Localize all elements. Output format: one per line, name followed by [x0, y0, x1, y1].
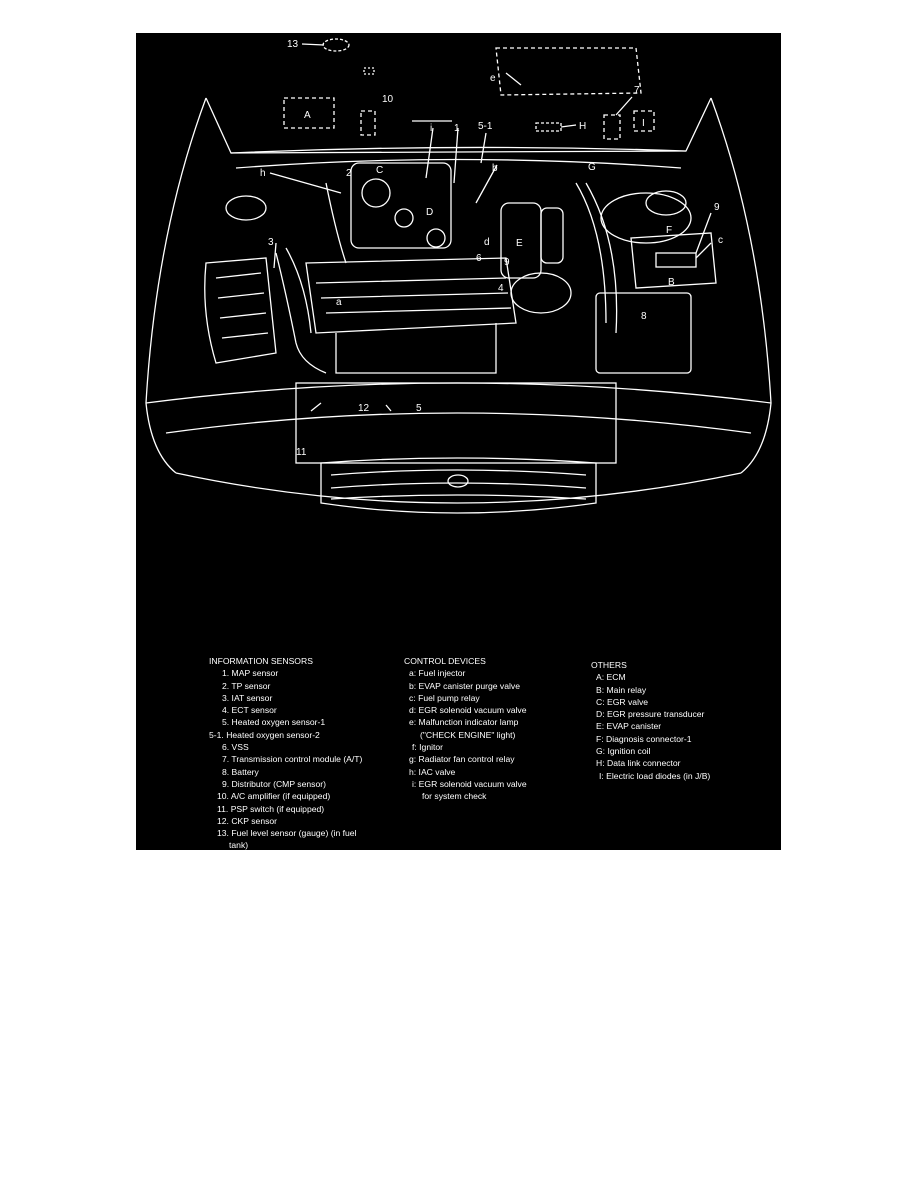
legend-item: 2. TP sensor	[222, 680, 271, 691]
legend-item: 6. VSS	[222, 742, 249, 753]
callout-G: G	[588, 162, 596, 173]
legend-item: H: Data link connector	[596, 758, 681, 769]
legend-item: 12. CKP sensor	[217, 815, 278, 826]
legend-item: 8. Battery	[222, 766, 259, 777]
legend-item: tank)	[229, 840, 249, 850]
legend-item: D: EGR pressure transducer	[596, 709, 705, 720]
callout-7: 7	[634, 85, 640, 96]
legend-heading: CONTROL DEVICES	[404, 656, 486, 666]
legend-item: b: EVAP canister purge valve	[409, 680, 520, 691]
callout-1: 1	[454, 123, 460, 134]
legend-heading: OTHERS	[591, 660, 627, 670]
callout-12: 12	[358, 403, 370, 414]
callout-3: 3	[268, 237, 274, 248]
hood-outline	[205, 97, 712, 154]
legend-control-devices: CONTROL DEVICES a: Fuel injector b: EVAP…	[404, 655, 527, 803]
callout-5-1: 5-1	[478, 121, 493, 132]
legend-item: for system check	[422, 791, 487, 802]
legend-item: I: Electric load diodes (in J/B)	[599, 770, 711, 781]
callout-c: c	[718, 235, 723, 246]
legend-item: i: EGR solenoid vacuum valve	[412, 778, 527, 789]
legend-item: 3. IAT sensor	[222, 692, 273, 703]
legend-item: G: Ignition coil	[596, 746, 651, 757]
callout-e: e	[490, 73, 496, 84]
engine-component-location-diagram: 13 10 A 1 i 5-1 e 7 H I h 2 C b G D E 3 …	[136, 33, 781, 850]
callout-labels: 13 10 A 1 i 5-1 e 7 H I h 2 C b G D E 3 …	[260, 39, 723, 458]
legend-item: 7. Transmission control module (A/T)	[222, 754, 363, 765]
callout-F: F	[666, 225, 672, 236]
legend-item: f: Ignitor	[412, 742, 444, 753]
legend-item: A: ECM	[596, 672, 626, 683]
callout-9: 9	[504, 257, 510, 268]
legend-item: a: Fuel injector	[409, 668, 466, 679]
callout-H: H	[579, 121, 586, 132]
callout-A: A	[304, 110, 311, 121]
callout-13: 13	[287, 39, 299, 50]
callout-8: 8	[641, 311, 647, 322]
legend-item: 11. PSP switch (if equipped)	[217, 803, 325, 814]
callout-2: 2	[346, 168, 352, 179]
callout-4: 4	[498, 283, 504, 294]
legend-information-sensors: INFORMATION SENSORS 1. MAP sensor 2. TP …	[209, 655, 362, 850]
legend-others: OTHERS A: ECM B: Main relay C: EGR valve…	[591, 659, 710, 782]
callout-11: 11	[296, 447, 307, 458]
legend-item: 1. MAP sensor	[222, 668, 279, 679]
callout-D: D	[426, 207, 433, 218]
legend-heading: INFORMATION SENSORS	[209, 656, 313, 666]
callout-6: 6	[476, 253, 482, 264]
callout-I: I	[642, 118, 645, 129]
ecm-location-A	[283, 97, 335, 129]
callout-b: b	[492, 163, 498, 174]
callout-B: B	[668, 277, 675, 288]
engine-bay-drawing	[145, 38, 772, 514]
callout-a: a	[336, 297, 342, 308]
legend-item: F: Diagnosis connector-1	[596, 733, 692, 744]
legend-item: 5-1. Heated oxygen sensor-2	[209, 729, 320, 740]
callout-h: h	[260, 168, 266, 179]
legend-item: C: EGR valve	[596, 696, 649, 707]
legend-item: 10. A/C amplifier (if equipped)	[217, 791, 331, 802]
callout-C: C	[376, 165, 383, 176]
legend-item: h: IAC valve	[409, 766, 456, 777]
legend-item: ("CHECK ENGINE" light)	[420, 729, 516, 740]
legend-item: g: Radiator fan control relay	[409, 754, 515, 765]
legend-item: B: Main relay	[596, 684, 647, 695]
legend-item: 4. ECT sensor	[222, 705, 277, 716]
legend-item: d: EGR solenoid vacuum valve	[409, 705, 527, 716]
callout-10: 10	[382, 94, 394, 105]
callout-9-top: 9	[714, 202, 720, 213]
legend-item: c: Fuel pump relay	[409, 692, 480, 703]
legend-item: e: Malfunction indicator lamp	[409, 717, 519, 728]
callout-d: d	[484, 237, 490, 248]
legend-item: E: EVAP canister	[596, 721, 662, 732]
legend-item: 5. Heated oxygen sensor-1	[222, 717, 326, 728]
legend-item: 13. Fuel level sensor (gauge) (in fuel	[217, 828, 357, 839]
callout-E: E	[516, 238, 523, 249]
legend-item: 9. Distributor (CMP sensor)	[222, 778, 326, 789]
callout-5: 5	[416, 403, 422, 414]
callout-i: i	[430, 123, 432, 134]
